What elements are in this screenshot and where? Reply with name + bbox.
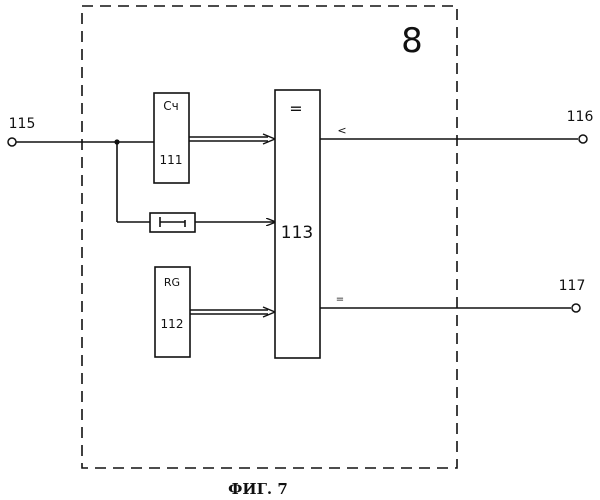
equal-output-symbol: = — [336, 294, 344, 305]
comparator-symbol: = — [289, 99, 302, 118]
counter-number: 111 — [160, 153, 183, 167]
counter-symbol: Сч — [163, 99, 178, 113]
output-terminal-117 — [572, 304, 580, 312]
output-117-label: 117 — [559, 278, 586, 294]
register-symbol: RG — [164, 276, 180, 289]
output-116-label: 116 — [567, 109, 594, 125]
figure-caption: ФИГ. 7 — [228, 480, 288, 498]
input-terminal-115 — [8, 138, 16, 146]
less-than-output-symbol: < — [337, 124, 346, 137]
register-bus-arrow — [263, 307, 275, 317]
register-number: 112 — [161, 317, 184, 331]
counter-bus-arrow — [263, 134, 275, 144]
block-number: 8 — [401, 21, 423, 61]
output-terminal-116 — [579, 135, 587, 143]
block-boundary — [82, 6, 457, 468]
input-terminal-label: 115 — [9, 116, 36, 132]
comparator-number: 113 — [281, 223, 313, 243]
